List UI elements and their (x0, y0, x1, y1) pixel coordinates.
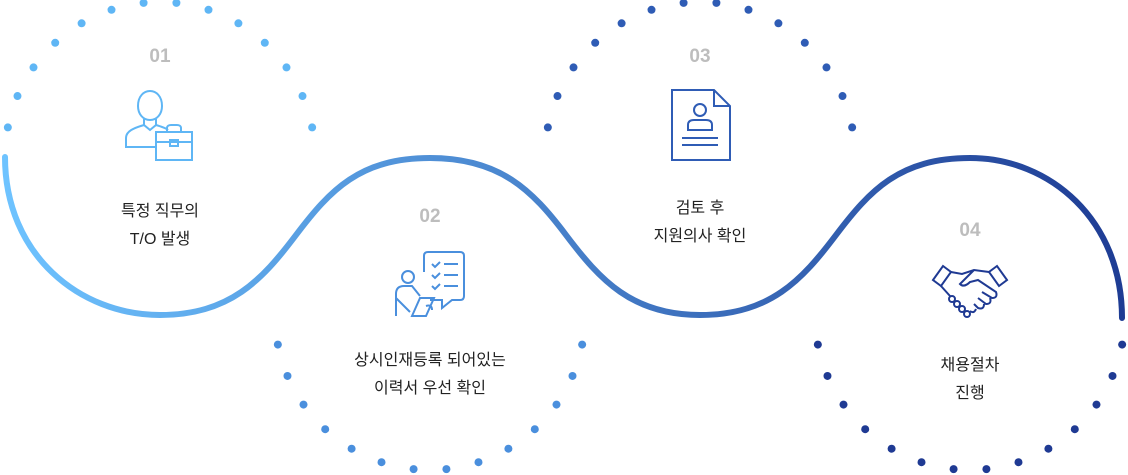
step-4-line2: 진행 (955, 385, 985, 402)
dot-step-1 (204, 5, 213, 14)
dot-step-4 (839, 400, 848, 409)
dot-step-2 (299, 400, 308, 409)
dot-step-1 (51, 38, 60, 47)
dot-step-1 (172, 0, 181, 7)
dot-step-2 (530, 425, 539, 434)
dot-step-4 (917, 458, 926, 467)
step-number-4: 04 (959, 220, 981, 241)
step-label-1: 특정 직무의 T/O 발생 (40, 198, 280, 254)
handshake-icon (931, 264, 1009, 318)
dot-step-4 (982, 465, 991, 474)
dot-step-1 (139, 0, 148, 7)
dot-step-3 (647, 5, 656, 14)
dot-step-2 (321, 425, 330, 434)
dot-step-1 (3, 123, 12, 132)
dot-step-2 (552, 400, 561, 409)
dot-step-1 (29, 63, 38, 72)
step-1-line2: T/O 발생 (129, 231, 191, 248)
dot-step-2 (504, 444, 513, 453)
step-number-3: 03 (689, 46, 711, 67)
dot-step-3 (822, 63, 831, 72)
dot-step-1 (13, 92, 22, 101)
dot-step-1 (282, 63, 291, 72)
dot-step-1 (308, 123, 317, 132)
dot-step-1 (234, 19, 243, 28)
dot-step-3 (569, 63, 578, 72)
step-4-line1: 채용절차 (940, 357, 1000, 374)
dot-step-3 (712, 0, 721, 7)
dot-step-2 (377, 458, 386, 467)
dot-step-3 (617, 19, 626, 28)
resume-document-icon (671, 89, 731, 161)
dot-step-4 (1044, 444, 1053, 453)
step-number-2: 02 (419, 206, 441, 227)
dot-step-3 (774, 19, 783, 28)
dot-step-3 (543, 123, 552, 132)
wave-line (2, 154, 1125, 321)
dot-step-3 (679, 0, 688, 7)
checklist-presenter-icon (395, 251, 465, 317)
dot-step-2 (578, 340, 587, 349)
dot-step-3 (553, 92, 562, 101)
dot-step-4 (1092, 400, 1101, 409)
dot-step-4 (1118, 340, 1127, 349)
dot-step-2 (442, 465, 451, 474)
dot-step-4 (1108, 371, 1117, 380)
dot-step-4 (887, 444, 896, 453)
dot-step-1 (77, 19, 86, 28)
dot-step-1 (298, 92, 307, 101)
dot-step-4 (1014, 458, 1023, 467)
dot-step-2 (273, 340, 282, 349)
dot-step-4 (861, 425, 870, 434)
step-2-line2: 이력서 우선 확인 (374, 380, 486, 397)
dot-step-2 (347, 444, 356, 453)
step-2-line1: 상시인재등록 되어있는 (354, 352, 506, 369)
dot-step-4 (823, 371, 832, 380)
step-number-1: 01 (149, 46, 171, 67)
dot-step-4 (813, 340, 822, 349)
person-briefcase-icon (125, 89, 193, 161)
dot-step-2 (409, 465, 418, 474)
dot-step-2 (283, 371, 292, 380)
dot-step-3 (838, 92, 847, 101)
dot-step-1 (107, 5, 116, 14)
dot-step-4 (949, 465, 958, 474)
step-3-line1: 검토 후 (675, 200, 725, 217)
step-1-line1: 특정 직무의 (120, 203, 200, 220)
dot-step-4 (1070, 425, 1079, 434)
dot-step-2 (568, 371, 577, 380)
dot-step-1 (260, 38, 269, 47)
dot-step-3 (591, 38, 600, 47)
dot-step-3 (848, 123, 857, 132)
step-3-line2: 지원의사 확인 (653, 228, 747, 245)
dot-step-2 (474, 458, 483, 467)
dot-step-3 (744, 5, 753, 14)
dot-step-3 (800, 38, 809, 47)
